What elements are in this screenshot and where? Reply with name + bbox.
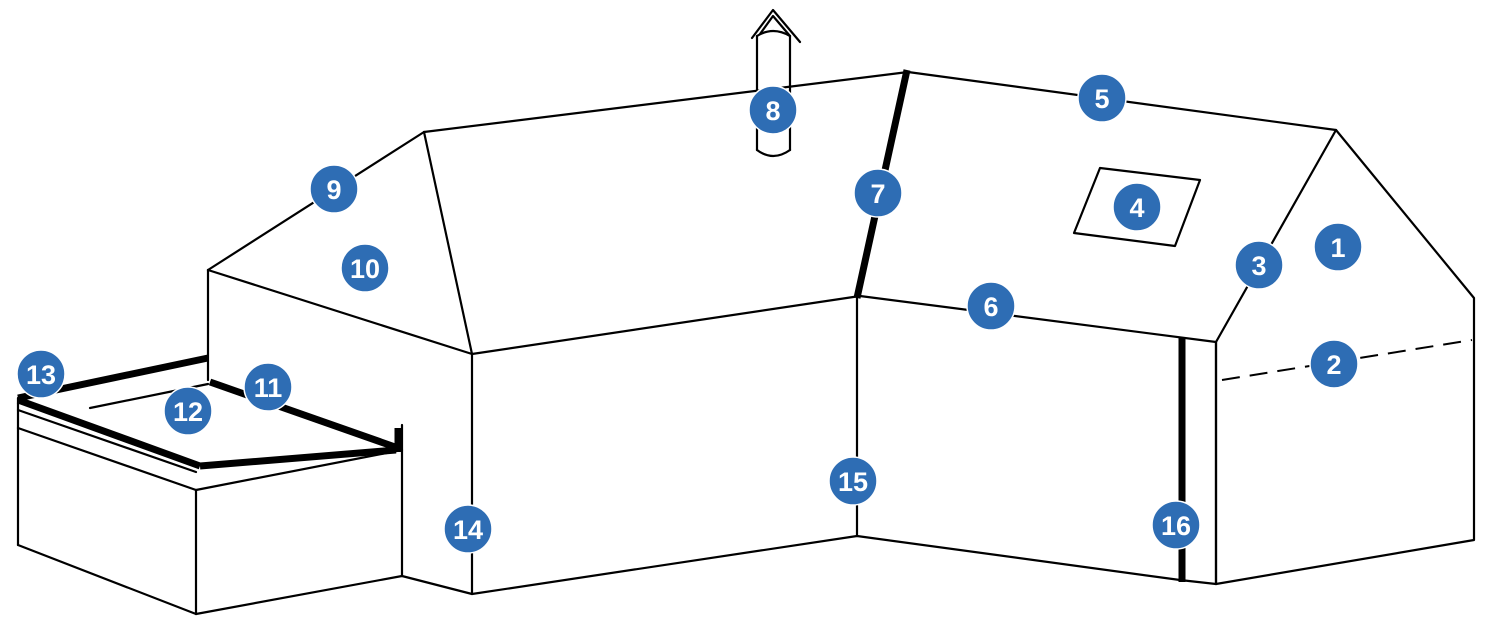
marker-label: 4 — [1129, 193, 1144, 223]
marker-4: 4 — [1112, 182, 1162, 232]
marker-label: 16 — [1161, 511, 1191, 541]
marker-circle — [309, 164, 359, 214]
marker-circle — [1112, 182, 1162, 232]
marker-label: 11 — [254, 373, 283, 403]
marker-label: 10 — [350, 254, 380, 284]
marker-circle — [748, 85, 798, 135]
flat-roof-extension — [16, 354, 404, 616]
marker-circle — [16, 349, 66, 399]
marker-2: 2 — [1309, 339, 1359, 389]
marker-6: 6 — [966, 281, 1016, 331]
marker-label: 13 — [26, 360, 56, 390]
marker-label: 7 — [870, 179, 885, 209]
marker-8: 8 — [748, 85, 798, 135]
marker-label: 2 — [1326, 350, 1341, 380]
marker-15: 15 — [828, 456, 878, 506]
marker-circle — [1309, 339, 1359, 389]
marker-10: 10 — [340, 243, 390, 293]
marker-label: 15 — [838, 467, 868, 497]
marker-7: 7 — [853, 168, 903, 218]
marker-circle — [1313, 222, 1363, 272]
marker-circle — [853, 168, 903, 218]
marker-11: 11 — [243, 362, 293, 412]
marker-16: 16 — [1151, 500, 1201, 550]
marker-label: 5 — [1094, 84, 1109, 114]
marker-circle — [243, 362, 293, 412]
marker-label: 14 — [453, 515, 483, 545]
marker-circle — [966, 281, 1016, 331]
main-roof-left — [422, 69, 911, 356]
marker-5: 5 — [1077, 73, 1127, 123]
marker-12: 12 — [163, 386, 213, 436]
marker-circle — [828, 456, 878, 506]
marker-13: 13 — [16, 349, 66, 399]
marker-circle — [340, 243, 390, 293]
marker-circle — [1151, 500, 1201, 550]
edge-trim-front — [16, 396, 202, 470]
marker-3: 3 — [1234, 240, 1284, 290]
marker-14: 14 — [443, 504, 493, 554]
marker-label: 6 — [983, 292, 998, 322]
marker-label: 12 — [173, 397, 203, 427]
roof-window — [1072, 166, 1202, 248]
marker-circle — [163, 386, 213, 436]
marker-1: 1 — [1313, 222, 1363, 272]
marker-label: 8 — [765, 96, 780, 126]
chimney-pipe — [750, 8, 802, 158]
marker-circle — [1234, 240, 1284, 290]
marker-circle — [1077, 73, 1127, 123]
marker-label: 1 — [1330, 233, 1345, 263]
marker-circle — [443, 504, 493, 554]
marker-label: 3 — [1251, 251, 1266, 281]
marker-9: 9 — [309, 164, 359, 214]
marker-label: 9 — [326, 175, 341, 205]
